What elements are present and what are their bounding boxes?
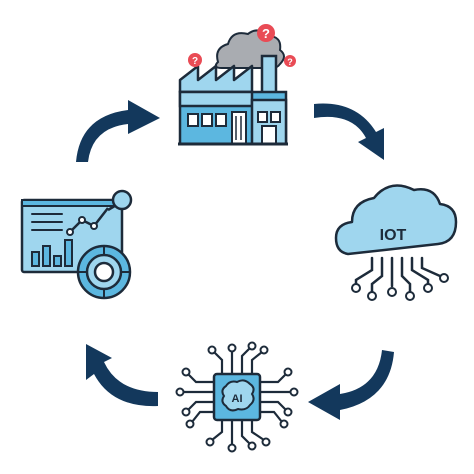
gauge-icon (76, 244, 132, 300)
brain-shape (221, 379, 255, 412)
svg-text:?: ? (262, 26, 270, 41)
question-badge: ? (257, 24, 275, 42)
analytics-dashboard-icon (20, 189, 133, 300)
ai-chip-icon: AI (175, 341, 299, 453)
cloud-shape (334, 184, 458, 256)
question-badge: ? (188, 53, 202, 67)
arrow-ai-to-analytics (86, 344, 158, 407)
iot-circuit-lines (354, 256, 442, 294)
svg-text:?: ? (192, 56, 198, 67)
iot-cloud-icon: IOT (334, 184, 458, 301)
arrow-analytics-to-factory (76, 100, 160, 162)
arrow-iot-to-ai (308, 350, 394, 420)
factory-window (270, 111, 281, 123)
factory-window (201, 113, 213, 127)
svg-text:?: ? (287, 57, 293, 67)
trend-line (69, 207, 109, 233)
iot-label: IOT (380, 227, 407, 244)
ai-label: AI (232, 393, 243, 405)
factory-door (231, 111, 247, 145)
arrow-factory-to-iot (314, 103, 384, 160)
factory-icon: ? ? ? (178, 24, 296, 146)
factory-window (215, 113, 227, 127)
factory-window (257, 111, 268, 123)
bar-chart (31, 239, 73, 267)
factory-roof (178, 64, 254, 94)
factory-window (187, 113, 199, 127)
data-node (111, 189, 133, 211)
question-badge: ? (284, 55, 296, 67)
